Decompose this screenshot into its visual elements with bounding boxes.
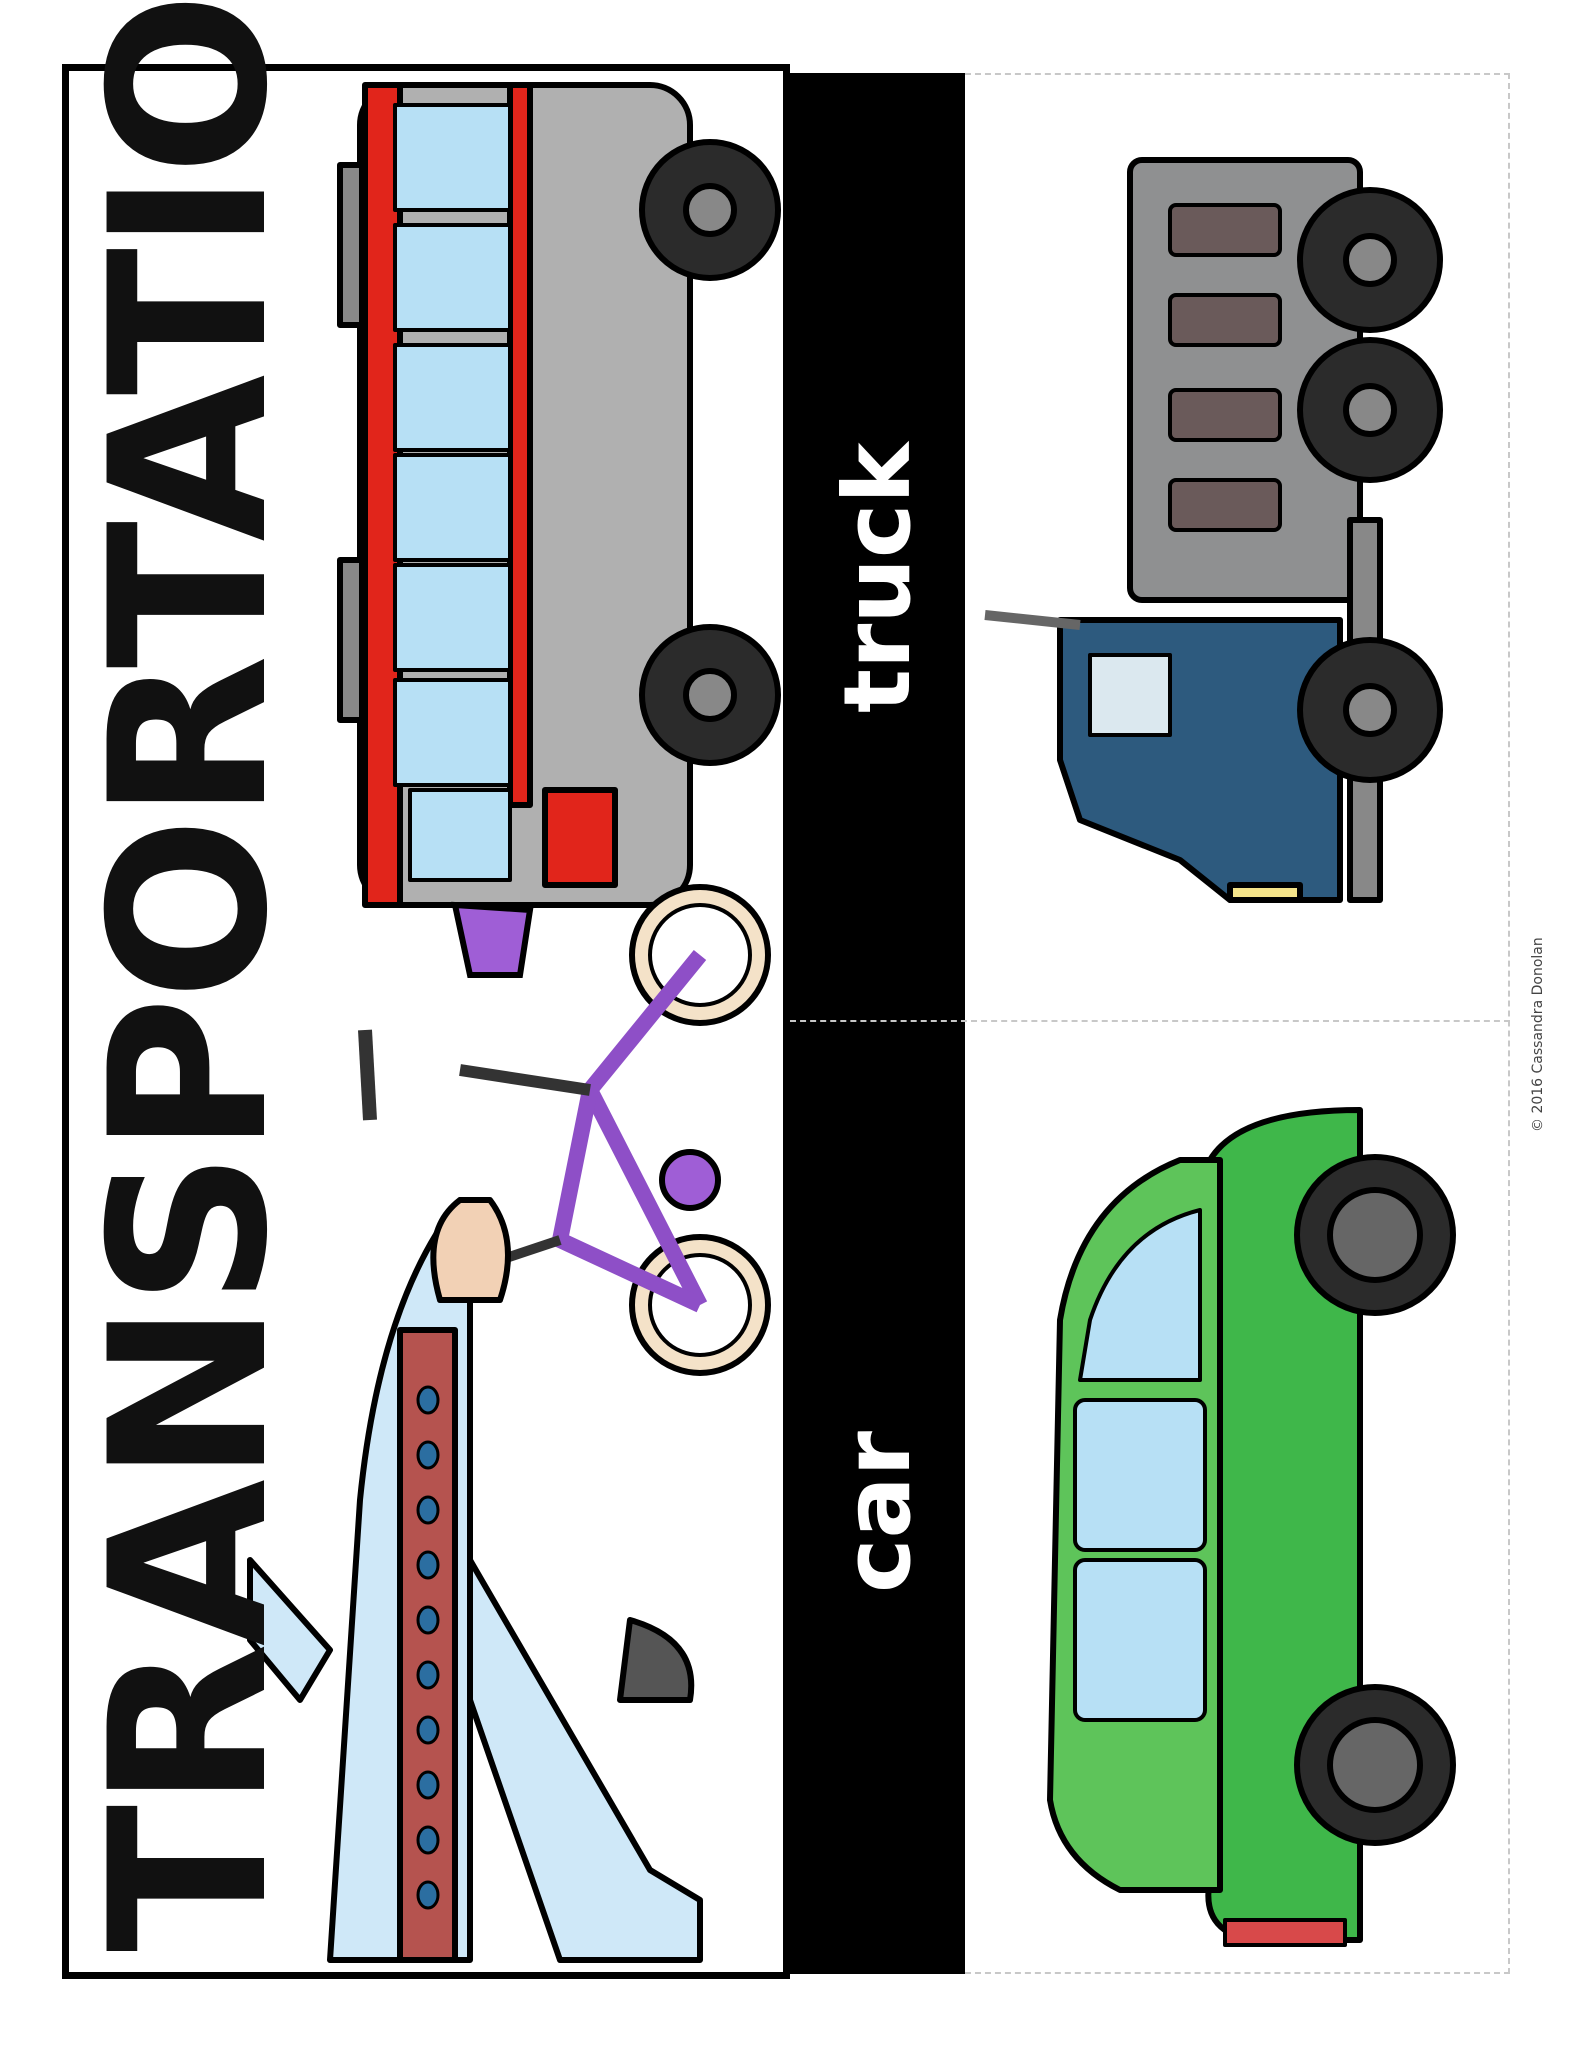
label-car: car <box>824 1431 931 1593</box>
bicycle-icon <box>358 884 771 1376</box>
truck-icon <box>984 157 1443 903</box>
cut-line <box>790 1020 1510 1022</box>
picture-cards <box>965 73 1510 1974</box>
copyright-credit: © 2016 Cassandra Donolan <box>1530 937 1546 1132</box>
label-strip: truck car <box>790 73 965 1974</box>
label-truck: truck <box>824 442 931 713</box>
airplane-icon <box>247 1197 703 1963</box>
car-icon <box>1047 1107 1456 1947</box>
bus-icon <box>337 82 781 908</box>
cover-title: TRANSPORTATION <box>64 0 315 1952</box>
